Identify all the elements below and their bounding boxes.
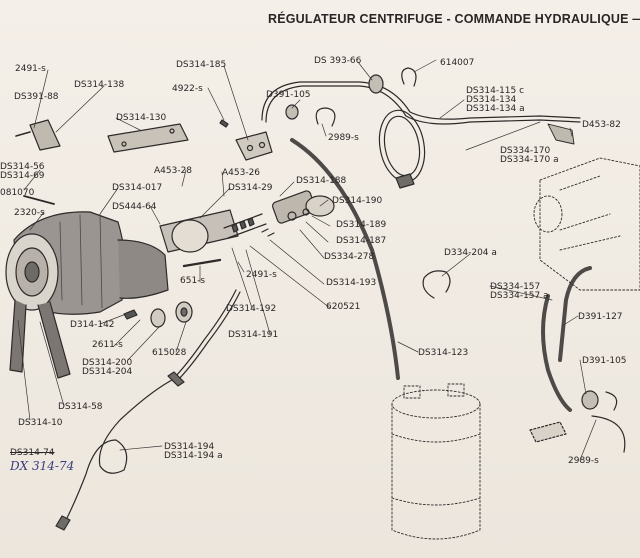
callout-ds314-017: DS314-017 — [112, 183, 163, 193]
callout-614007: 614007 — [440, 58, 475, 68]
callout-d391-105-top: D391-105 — [266, 90, 311, 100]
lower-pipe — [55, 289, 241, 531]
callout-615028: 615028 — [152, 348, 187, 358]
callout-ds334-278: DS334-278 — [324, 252, 375, 262]
callout-ds314-191: DS314-191 — [228, 330, 279, 340]
callout-ds314-138: DS314-138 — [74, 80, 125, 90]
callout-ds314-190: DS314-190 — [332, 196, 383, 206]
callout-ds314-200: DS314-200 — [82, 358, 133, 368]
callout-2491-s-mid: 2491-s — [246, 270, 277, 280]
callout-ds314-194: DS314-194 — [164, 442, 215, 452]
callout-d453-82: D453-82 — [582, 120, 621, 130]
callout-ds314-204: DS314-204 — [82, 367, 133, 377]
callout-ds314-58: DS314-58 — [58, 402, 103, 412]
small-fittings — [15, 67, 417, 328]
callout-081070: 081070 — [0, 188, 35, 198]
callout-2989-s-right: 2989-s — [568, 456, 599, 466]
callout-d391-127: D391-127 — [578, 312, 623, 322]
callout-ds314-56: DS314-56 — [0, 162, 45, 172]
callout-a453-26: A453-26 — [222, 168, 261, 178]
callout-ds314-187: DS314-187 — [336, 236, 387, 246]
callout-ds391-88: DS391-88 — [14, 92, 59, 102]
callout-ds314-192: DS314-192 — [226, 304, 277, 314]
callout-ds334-170: DS334-170 — [500, 146, 551, 156]
top-bracket — [29, 119, 273, 161]
callout-4922-s: 4922-s — [172, 84, 203, 94]
page-header: RÉGULATEUR CENTRIFUGE - COMMANDE HYDRAUL… — [268, 12, 640, 27]
spring-clip — [422, 270, 451, 299]
callout-ds334-157a: DS334-157 a — [490, 291, 549, 301]
callout-ds314-194a: DS314-194 a — [164, 451, 223, 461]
callout-ds393-66: DS 393-66 — [314, 56, 362, 66]
callout-ds314-185: DS314-185 — [176, 60, 227, 70]
callout-ds334-157: DS334-157 — [490, 282, 541, 292]
callout-2320-s: 2320-s — [14, 208, 45, 218]
callout-ds314-134a: DS314-134 a — [466, 104, 525, 114]
right-hoses — [529, 266, 626, 453]
cylinder-assembly — [261, 190, 335, 237]
callout-ds314-130: DS314-130 — [116, 113, 167, 123]
callout-d334-204a: D334-204 a — [444, 248, 497, 258]
page-title: RÉGULATEUR CENTRIFUGE - COMMANDE HYDRAUL… — [268, 12, 629, 26]
callout-651-s: 651-s — [180, 276, 206, 286]
callout-ds314-115c: DS314-115 c — [466, 86, 525, 96]
callout-ds314-29: DS314-29 — [228, 183, 273, 193]
callout-ds314-123: DS314-123 — [418, 348, 469, 358]
callout-ds334-170a: DS334-170 a — [500, 155, 559, 165]
callout-d314-142: D314-142 — [70, 320, 115, 330]
callout-ds314-189: DS314-189 — [336, 220, 387, 230]
callout-ds314-134: DS314-134 — [466, 95, 517, 105]
callout-a453-28: A453-28 — [154, 166, 193, 176]
flexible-hose — [290, 138, 400, 380]
callout-620521: 620521 — [326, 302, 361, 312]
upper-pipe — [261, 81, 581, 189]
callout-ds314-193: DS314-193 — [326, 278, 377, 288]
callout-ds314-74: DS314-74 — [10, 448, 55, 458]
handwritten-part-note: DX 314-74 — [10, 459, 75, 473]
callout-ds444-64: DS444-64 — [112, 202, 157, 212]
callout-ds314-188: DS314-188 — [296, 176, 347, 186]
callout-2491-s-top: 2491-s — [15, 64, 46, 74]
callout-ds314-69: DS314-69 — [0, 171, 45, 181]
callout-ds314-10: DS314-10 — [18, 418, 63, 428]
callout-leader-lines — [17, 59, 597, 461]
engine-outline — [533, 123, 640, 291]
callout-2611-s: 2611-s — [92, 340, 123, 350]
callout-d391-105-right: D391-105 — [582, 356, 627, 366]
header-dash: — — [632, 12, 640, 26]
hydraulic-valve-body — [159, 209, 267, 253]
governor-housing — [5, 211, 169, 315]
fluid-reservoir-outline — [391, 383, 481, 540]
callout-2989-s-top: 2989-s — [328, 133, 359, 143]
